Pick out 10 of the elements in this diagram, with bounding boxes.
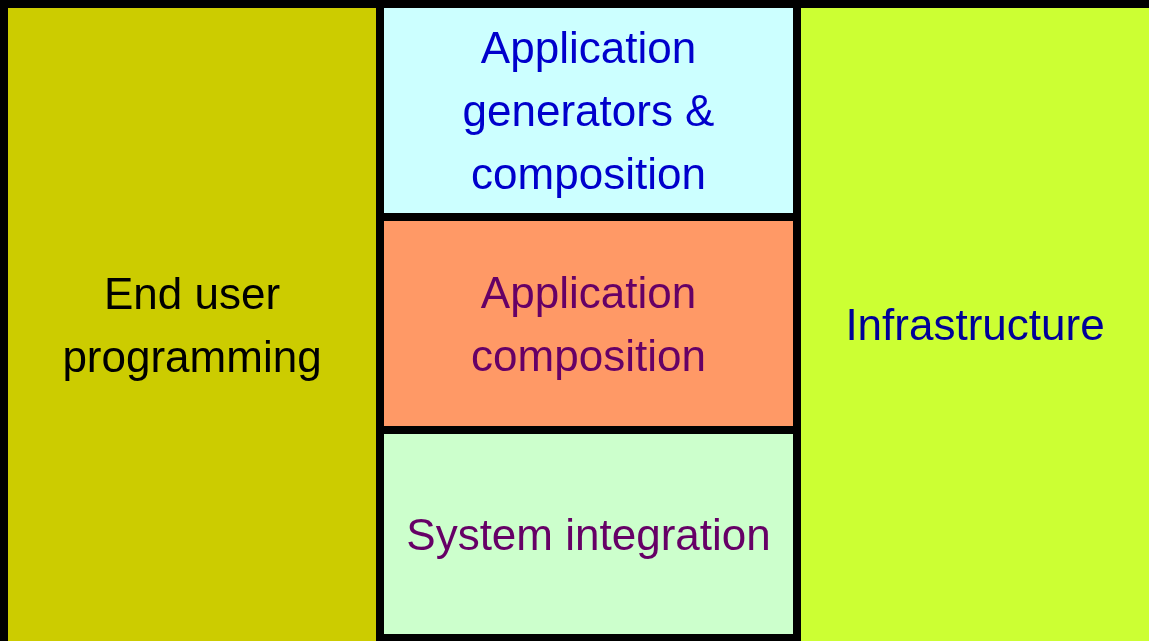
block-panel (384, 434, 793, 634)
block-panel (384, 8, 793, 213)
block-panel (801, 8, 1149, 641)
block-label: Infrastructure (844, 299, 1106, 351)
block-label: Application generators & composition (461, 22, 716, 200)
block-panel (384, 221, 793, 426)
block-label: Application composition (470, 266, 707, 382)
block-label: System integration (405, 508, 772, 561)
block-label: End user programming (61, 267, 323, 383)
block-panel (8, 8, 376, 641)
